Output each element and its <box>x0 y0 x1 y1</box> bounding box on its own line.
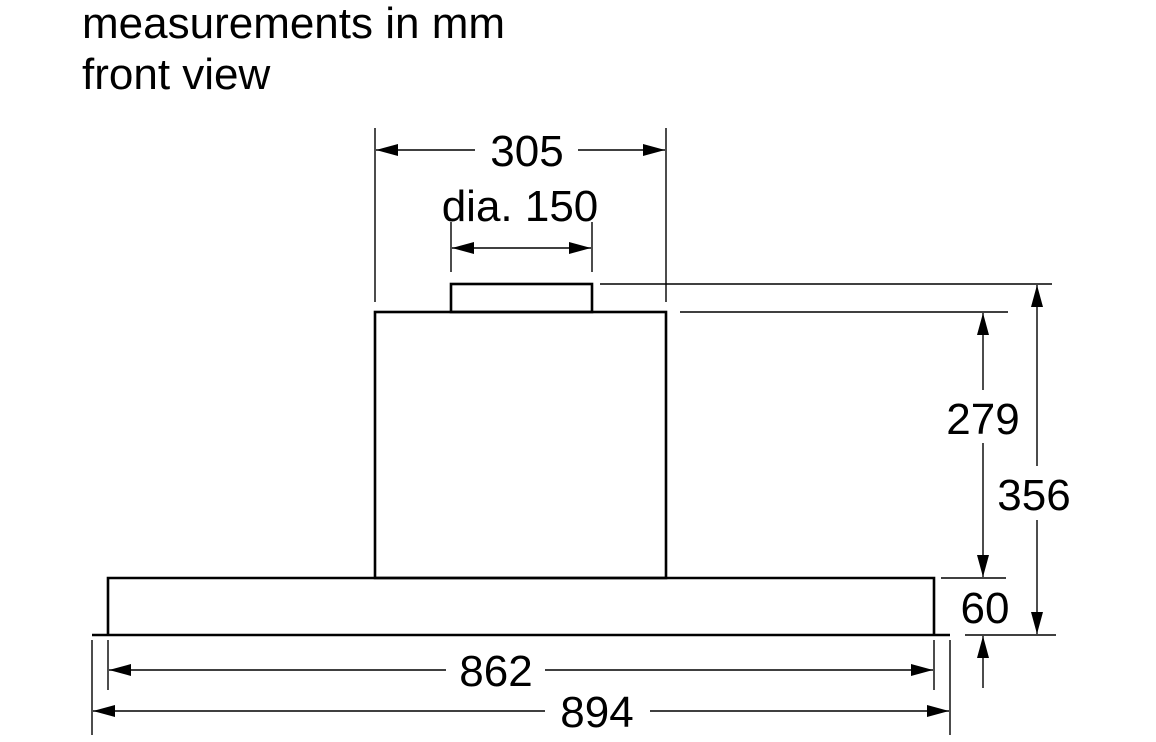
duct-collar <box>449 282 594 314</box>
dimension-label: 356 <box>997 471 1070 520</box>
dimension-total-height: 356 <box>997 285 1071 634</box>
dimension-label: 60 <box>961 584 1010 633</box>
title-view: front view <box>82 50 271 99</box>
dimension-total-width: 894 <box>93 688 949 737</box>
dimension-label: 894 <box>560 688 633 737</box>
title-measurements: measurements in mm <box>82 0 505 48</box>
dimension-label: 305 <box>490 127 563 176</box>
chimney-box <box>373 310 668 580</box>
hood-outline <box>92 282 950 637</box>
extension-lines <box>91 128 1056 735</box>
dimension-chimney-height: 279 <box>946 313 1020 577</box>
dimension-label: dia. 150 <box>442 182 599 231</box>
dimension-canopy-height: 60 <box>961 584 1010 688</box>
dimension-label: 279 <box>946 395 1019 444</box>
dimension-duct-diameter: dia. 150 <box>442 182 599 254</box>
canopy <box>106 576 936 635</box>
dimension-label: 862 <box>459 647 532 696</box>
dimension-chimney-width: 305 <box>376 127 665 176</box>
dimension-canopy-width: 862 <box>109 647 933 696</box>
